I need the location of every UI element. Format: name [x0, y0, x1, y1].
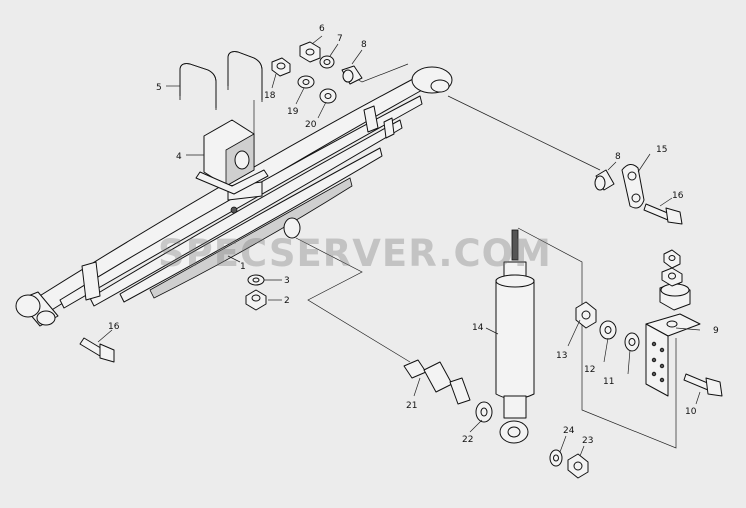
nut-23	[567, 453, 589, 479]
callout-22: 22	[462, 435, 473, 445]
bolt-10	[683, 373, 723, 397]
callout-12: 12	[584, 365, 595, 375]
nut-2	[245, 289, 267, 311]
callout-19: 19	[287, 107, 299, 117]
callout-20: 20	[305, 120, 317, 130]
shackle-plate-15	[621, 164, 645, 209]
callout-4: 4	[176, 152, 182, 162]
callout-23: 23	[582, 436, 593, 446]
callout-14: 14	[472, 323, 484, 333]
washer-22	[475, 401, 493, 423]
callout-21: 21	[406, 401, 417, 411]
callout-8-top: 8	[361, 40, 367, 50]
bracket-nuts	[661, 249, 683, 287]
bolt-16-rear	[643, 203, 683, 225]
callout-3: 3	[284, 276, 290, 286]
washer-3	[247, 274, 265, 286]
callout-leaders	[97, 35, 701, 457]
callout-18: 18	[264, 91, 276, 101]
callout-numbers: 1 2 3 4 5 6 7 8 8 9 10 11 12 13 14 15 16…	[108, 24, 719, 446]
u-bolt-nut-18	[271, 57, 291, 77]
spring-saddle	[195, 119, 269, 195]
leaf-spring	[15, 66, 453, 327]
callout-5: 5	[156, 83, 162, 93]
callout-2: 2	[284, 296, 290, 306]
u-bolts	[179, 51, 263, 110]
callout-1: 1	[240, 262, 246, 272]
shock-absorber	[495, 229, 535, 444]
washer-20	[319, 88, 337, 104]
callout-6: 6	[319, 24, 325, 34]
shock-pin-21	[403, 359, 471, 405]
bolt-16-front	[79, 337, 115, 363]
washer-19	[297, 75, 315, 89]
bracket-spacer	[659, 281, 691, 311]
shock-bracket-9	[645, 313, 701, 397]
callout-8-rear: 8	[615, 152, 621, 162]
watermark-text: SPECSERVER.COM	[158, 232, 552, 275]
callout-7: 7	[337, 34, 343, 44]
washer-12	[599, 320, 617, 340]
callout-11: 11	[603, 377, 614, 387]
front-spring-eye	[15, 291, 59, 327]
callout-16-rear: 16	[672, 191, 684, 201]
washer-7	[319, 55, 335, 69]
callout-16-front: 16	[108, 322, 120, 332]
nut-13	[575, 301, 597, 329]
callout-10: 10	[685, 407, 697, 417]
washer-24	[549, 449, 563, 467]
rear-spring-eye	[411, 66, 453, 94]
washer-11	[624, 332, 640, 352]
callout-13: 13	[556, 351, 567, 361]
nut-6	[299, 41, 321, 63]
callout-24: 24	[563, 426, 575, 436]
callout-9: 9	[713, 326, 719, 336]
bushing-8-rear	[594, 169, 615, 191]
callout-15: 15	[656, 145, 667, 155]
bushing-8-top	[341, 65, 363, 85]
